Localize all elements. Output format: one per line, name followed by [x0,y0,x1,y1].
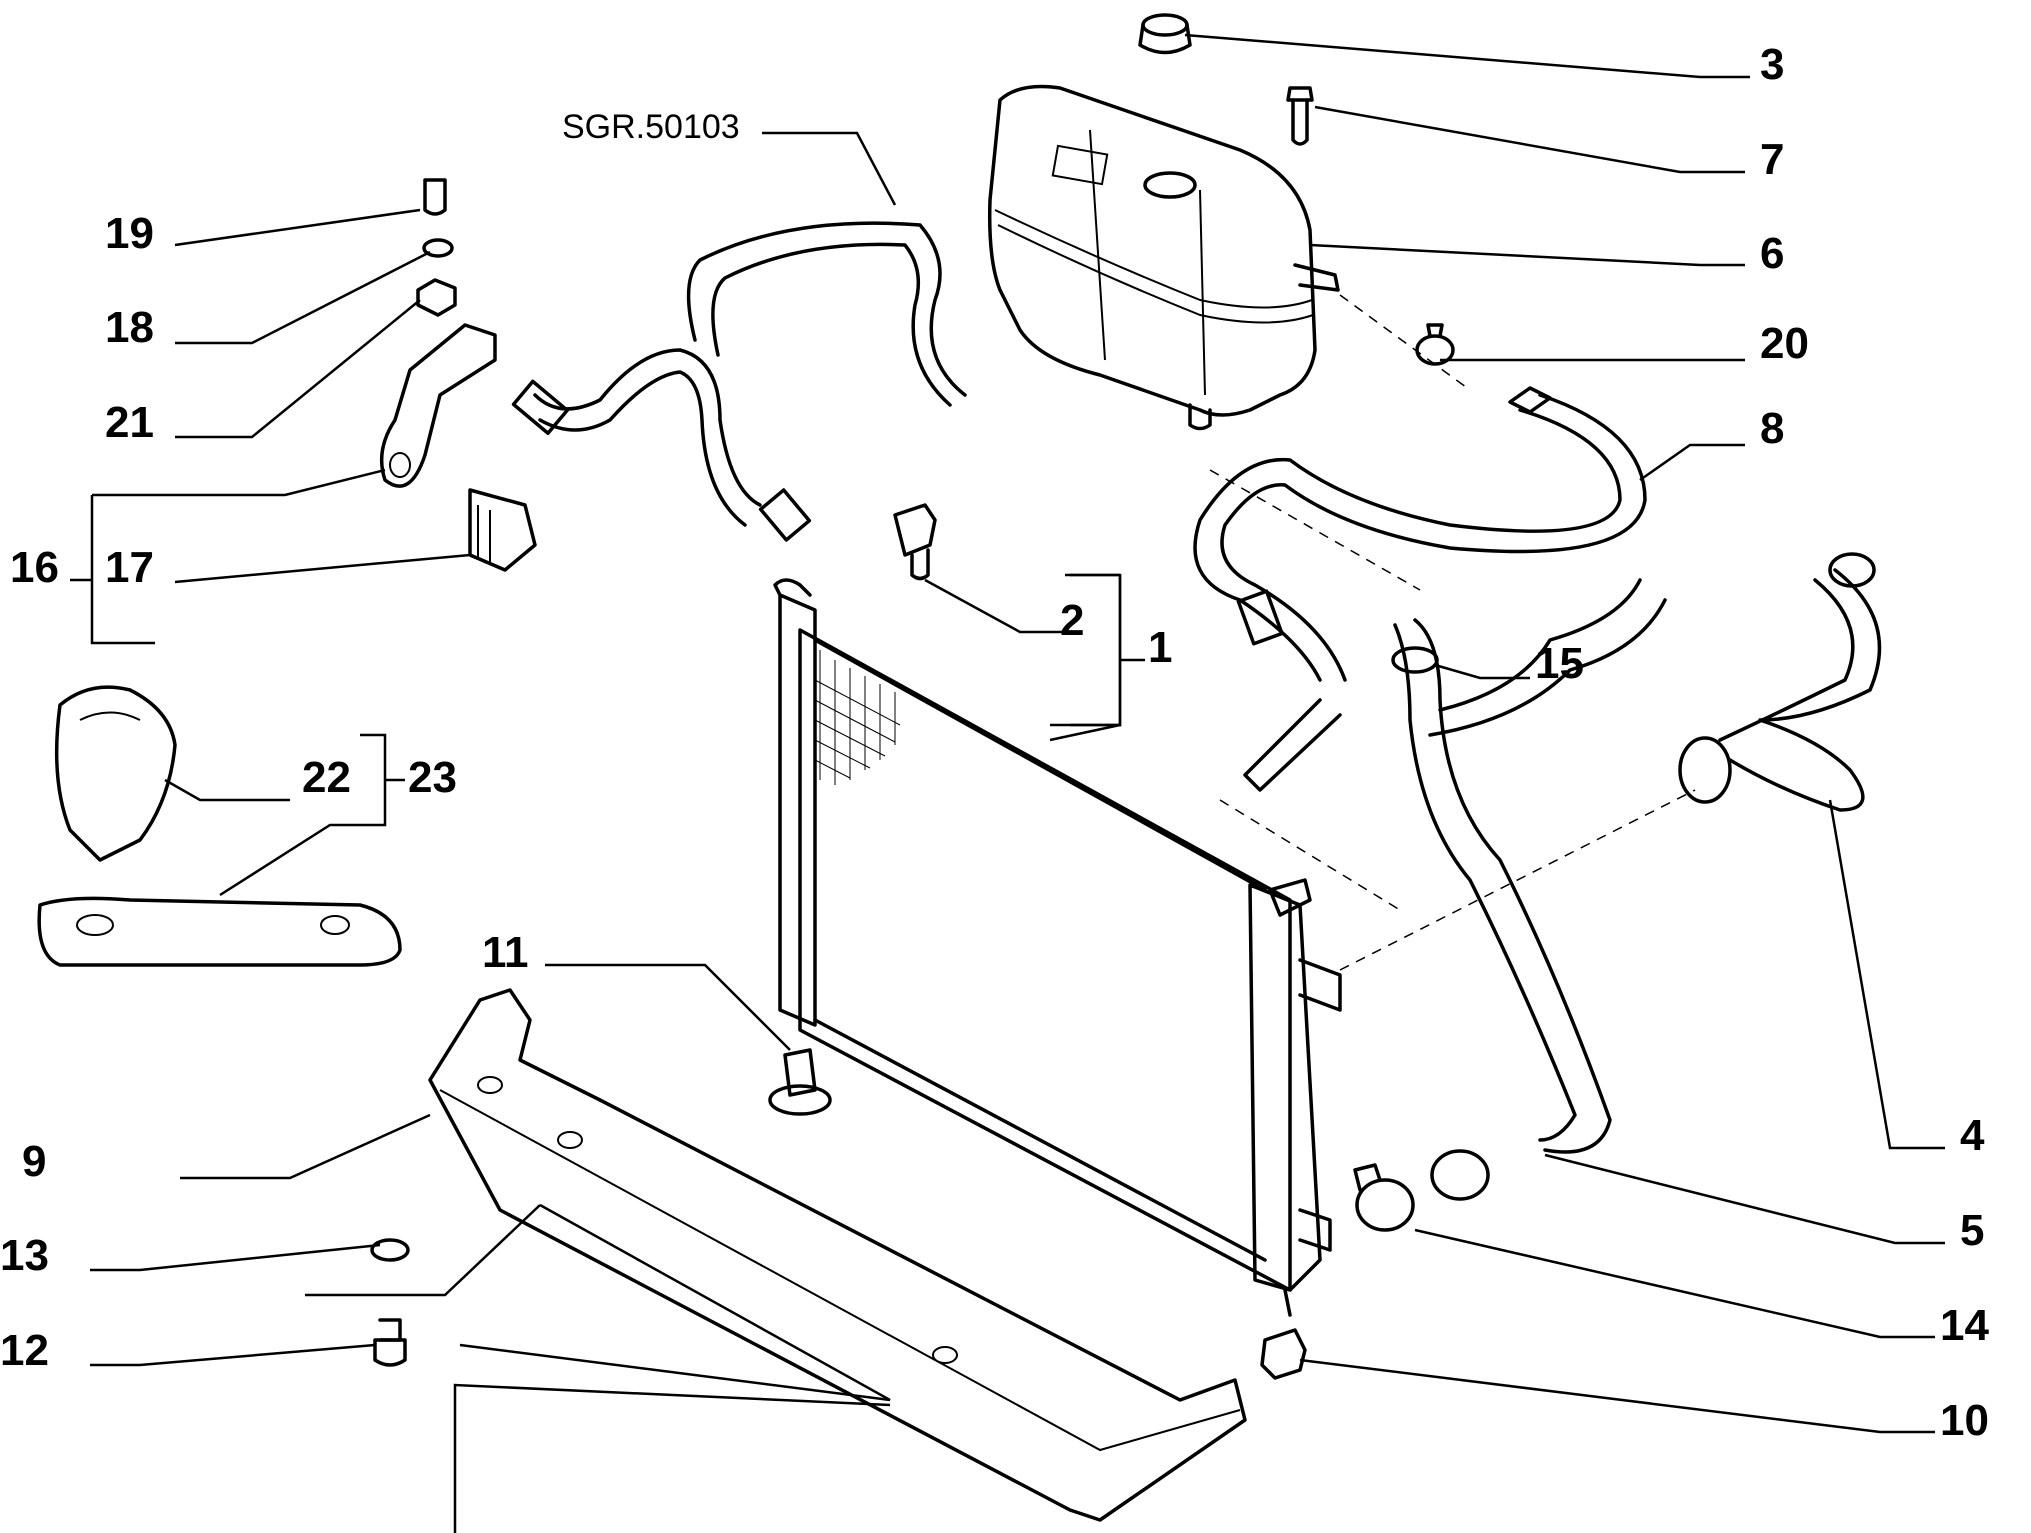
callout-7: 7 [1760,135,1784,184]
leader-19 [174,208,421,247]
leader-11 [545,963,791,1051]
callout-18: 18 [105,303,154,352]
radiator-core-hatch [814,650,901,785]
washer-18 [422,238,454,258]
leader-4 [1828,799,1945,1150]
callout-15: 15 [1535,639,1584,688]
leader-17 [174,553,471,584]
callout-5: 5 [1960,1206,1984,1255]
align-line-4 [1339,789,1696,971]
bracket-16 [379,323,497,488]
callout-16: 16 [10,543,59,592]
callout-22: 22 [302,753,351,802]
leader-18 [175,250,431,345]
reference-code: SGR.50103 [562,108,740,146]
callout-21: 21 [105,398,154,447]
clip-22 [54,685,177,862]
plate-23 [37,896,402,967]
washer-13 [370,1238,410,1262]
callout-23: 23 [408,753,457,802]
callout-9: 9 [22,1137,46,1186]
callout-14: 14 [1940,1301,1989,1350]
leader-10 [1299,1358,1935,1434]
callout-4: 4 [1960,1111,1985,1160]
leader-7 [1314,105,1745,174]
leader-9 [180,1113,431,1180]
radiator [773,578,1342,1317]
rubber-mount-10 [1260,1328,1307,1380]
bolt-12 [373,1318,407,1367]
callout-19: 19 [105,209,154,258]
leader-15 [1434,663,1530,680]
leader-14 [1414,1228,1935,1339]
bleed-screw-2 [893,503,937,581]
leader-13 [90,1243,381,1272]
callout-13: 13 [0,1231,49,1280]
callout-6: 6 [1760,229,1784,278]
bracket-16 [90,495,155,645]
expansion-tank [987,84,1340,431]
tank-cap [1138,13,1192,55]
callout-8: 8 [1760,404,1784,453]
bolt-7 [1286,86,1314,146]
hose-8 [1193,386,1647,792]
reference-leader [762,131,897,206]
lower-crossmember-9 [428,988,1247,1522]
leader-12 [90,1343,376,1367]
leader-16 [92,468,386,497]
align-line-8 [1209,469,1421,591]
leader-8 [1639,443,1745,482]
callout-20: 20 [1760,319,1809,368]
nut-21 [416,278,457,317]
leader-9c [459,1203,891,1402]
leader-21 [175,299,421,439]
hose-5 [1393,578,1667,1201]
hose-clamp-14 [1353,1163,1415,1232]
callout-11: 11 [482,928,529,977]
rubber-mount-11 [768,1048,832,1116]
grommet-17 [468,488,537,572]
bolt-19 [423,178,447,216]
overflow-hose [511,221,967,542]
callout-1: 1 [1148,623,1172,672]
leader-9b [305,1204,541,1297]
leader-6 [1309,243,1745,267]
callout-10: 10 [1940,1396,1989,1445]
leader-1 [1049,723,1121,742]
leader-3 [1184,33,1750,79]
leader-22 [164,778,290,802]
leader-5 [1544,1153,1945,1245]
callout-12: 12 [0,1326,49,1375]
leader-9d [453,1383,891,1533]
hose-clamp-20 [1415,323,1455,366]
hose-clamp-15 [1391,646,1439,674]
callout-3: 3 [1760,40,1784,89]
leader-2 [924,578,1065,634]
callout-2: 2 [1060,596,1084,645]
align-line-tank-hose [1339,294,1471,391]
hose-4 [1678,552,1882,812]
callout-17: 17 [105,543,154,592]
leader-23 [219,733,387,897]
